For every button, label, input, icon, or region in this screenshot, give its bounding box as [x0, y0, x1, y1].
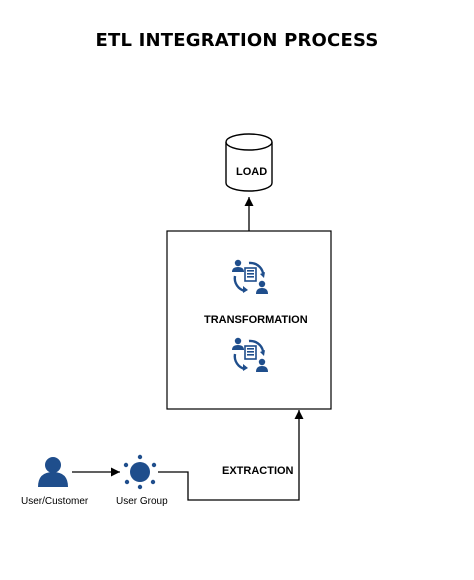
load-label: LOAD	[236, 166, 268, 178]
connector-group-to-transform	[158, 410, 304, 501]
user-group-icon[interactable]	[123, 454, 157, 490]
page-title: ETL INTEGRATION PROCESS	[95, 30, 379, 51]
user-group-label: User Group	[116, 496, 168, 507]
extraction-label: EXTRACTION	[222, 465, 294, 477]
transformation-label: TRANSFORMATION	[204, 314, 308, 326]
user-customer-label: User/Customer	[21, 496, 89, 507]
transformation-box[interactable]	[166, 230, 332, 410]
load-database[interactable]	[225, 133, 273, 192]
data-exchange-icon	[232, 337, 268, 372]
data-exchange-icon	[232, 259, 268, 294]
person-icon[interactable]	[38, 457, 68, 487]
